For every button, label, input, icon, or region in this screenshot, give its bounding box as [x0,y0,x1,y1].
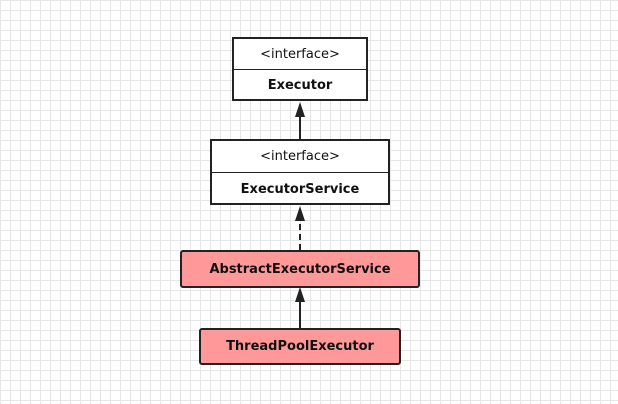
executorservice-name: ExecutorService [240,181,360,197]
executor-interface-box: <interface> Executor [232,37,368,101]
executor-divider [234,69,366,70]
edge-threadpoolexecutor-to-abstractexecutorservice [295,287,305,328]
threadpoolexecutor-box: ThreadPoolExecutor [199,328,401,365]
edge-executorservice-to-executor [295,102,305,139]
executorservice-divider [212,172,388,173]
threadpoolexecutor-name: ThreadPoolExecutor [226,339,374,354]
abstractexecutorservice-box: AbstractExecutorService [180,250,420,288]
executorservice-interface-box: <interface> ExecutorService [210,139,390,205]
edge-abstractexecutorservice-to-executorservice [295,206,305,250]
executor-stereotype: <interface> [260,46,340,62]
abstractexecutorservice-name: AbstractExecutorService [209,261,391,277]
executorservice-stereotype: <interface> [260,149,340,164]
executor-name: Executor [267,78,333,93]
